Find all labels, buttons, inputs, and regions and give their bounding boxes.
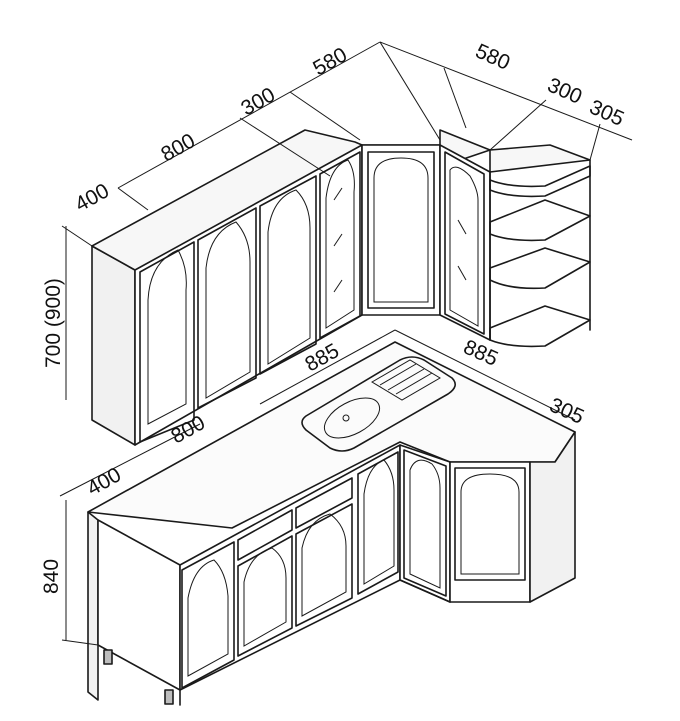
upper-front-right <box>439 144 491 341</box>
lower-drawer-1 <box>237 509 293 561</box>
lower-door-1 <box>181 541 235 689</box>
dimtick <box>589 123 601 161</box>
glass-mark <box>333 279 343 293</box>
shelf-4 <box>489 305 591 348</box>
drain-rib <box>379 363 417 386</box>
upper-door-1-arch <box>147 249 187 425</box>
dim-upper-width-left: 800 <box>157 129 199 166</box>
drain-rib <box>387 368 425 391</box>
glass-mark <box>333 233 343 247</box>
glass-mark <box>457 219 467 235</box>
dim-upper-depth: 400 <box>71 179 113 216</box>
sink-bowl <box>323 397 381 439</box>
sink-drainboard <box>371 359 441 401</box>
dimtick <box>289 91 361 141</box>
dimtick <box>239 117 331 177</box>
upper-door-3-arch <box>267 189 311 365</box>
lower-door-4 <box>357 451 399 595</box>
dimline <box>59 423 201 497</box>
lower-door-2-arch <box>243 547 287 647</box>
sink-drain <box>342 414 350 422</box>
dim-upper-height: 700 (900) <box>42 278 65 368</box>
dim-upper-width-300-left: 300 <box>237 83 279 120</box>
dimtick <box>379 41 441 141</box>
upper-door-3 <box>259 175 317 375</box>
dimline <box>117 41 381 189</box>
upper-door-4-arch <box>325 159 355 329</box>
lower-door-2 <box>237 535 293 657</box>
upper-door-2 <box>197 207 257 409</box>
lower-cabinets <box>87 341 576 706</box>
upper-door-5-arch <box>449 166 479 327</box>
lower-door-5 <box>403 449 447 597</box>
dimtick <box>61 639 99 646</box>
dim-upper-shelf-305: 305 <box>586 96 627 131</box>
lower-door-3-arch <box>301 513 347 617</box>
lower-door-5-arch <box>409 459 441 589</box>
lower-corner-door <box>454 467 526 581</box>
dimtick <box>443 67 467 129</box>
lower-side-panel <box>87 511 99 701</box>
lower-corner-arch <box>460 473 520 575</box>
glass-mark <box>333 187 343 201</box>
dim-upper-corner-left: 580 <box>309 43 351 80</box>
dimtick <box>61 225 93 247</box>
upper-corner-arch <box>373 157 429 303</box>
dim-upper-corner-right: 580 <box>472 40 513 75</box>
upper-corner-door <box>367 151 435 309</box>
shelf-3 <box>489 247 591 290</box>
cabinet-foot <box>164 689 174 705</box>
upper-door-1 <box>139 241 195 443</box>
upper-cabinets <box>91 129 591 446</box>
lower-door-1-arch <box>187 559 229 677</box>
dimension-lines <box>59 41 633 646</box>
shelf-1 <box>489 165 591 198</box>
lower-corner-side <box>529 431 576 603</box>
lower-corner-front <box>449 461 531 603</box>
lower-front-right <box>399 444 451 603</box>
drain-rib <box>395 372 433 395</box>
dimtick <box>489 99 547 151</box>
plinth-edge <box>399 579 451 603</box>
dim-upper-width-300-right: 300 <box>544 74 585 109</box>
dim-lower-height: 840 <box>40 559 63 594</box>
lower-door-4-arch <box>363 459 395 585</box>
upper-door-4 <box>319 151 361 339</box>
dimline <box>379 41 633 141</box>
upper-door-5 <box>444 151 485 335</box>
upper-door-2-arch <box>205 221 251 399</box>
lower-door-3 <box>295 503 353 627</box>
lower-drawer-2 <box>295 477 353 529</box>
glass-mark <box>457 265 467 281</box>
upper-shelf-unit-top <box>489 144 591 173</box>
dimtick <box>117 187 149 211</box>
sink-outline <box>301 356 456 452</box>
dimline <box>259 329 396 405</box>
dimline <box>394 329 576 421</box>
upper-side-panel <box>91 245 136 446</box>
shelf-2 <box>489 199 591 242</box>
cabinet-foot <box>103 649 113 665</box>
